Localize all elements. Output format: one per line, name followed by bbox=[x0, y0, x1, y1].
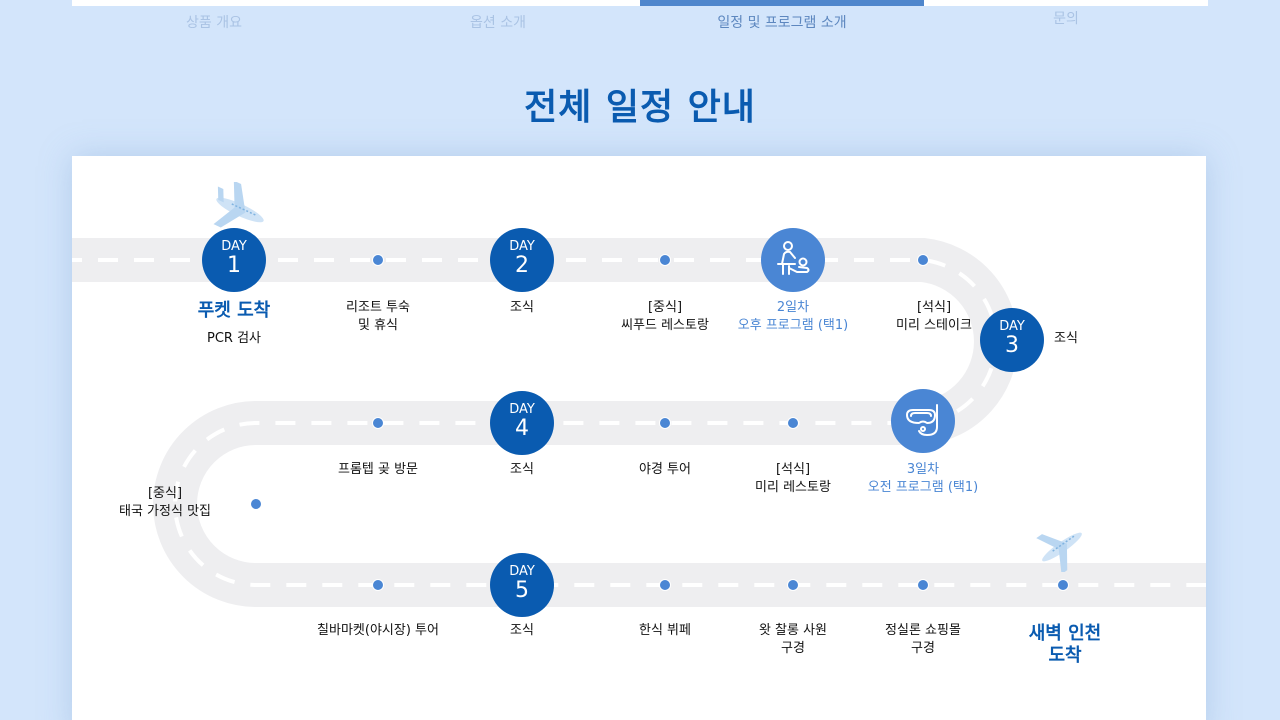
stop-label: [석식] 미리 스테이크 bbox=[834, 299, 1034, 335]
page-title: 전체 일정 안내 bbox=[524, 87, 756, 128]
day-4-label: 조식 bbox=[510, 462, 534, 477]
program-1-badge bbox=[761, 228, 825, 292]
day-number: 1 bbox=[227, 253, 241, 278]
arrival-line: 새벽 인천 bbox=[1028, 623, 1102, 644]
day-1-subtitle: PCR 검사 bbox=[206, 331, 261, 346]
tab-bar: 상품 개요 옵션 소개 일정 및 프로그램 소개 문의 bbox=[72, 0, 1208, 40]
day-3-label: 조식 bbox=[1054, 331, 1078, 346]
tab-inquiry[interactable]: 문의 bbox=[924, 0, 1208, 40]
stop-line: [중식] bbox=[147, 486, 183, 501]
stop-label: 왓 찰롱 사원 구경 bbox=[693, 622, 893, 658]
stop-dot bbox=[659, 417, 671, 429]
program-line: 3일차 bbox=[906, 462, 940, 477]
day-number: 3 bbox=[1005, 333, 1019, 358]
day-1-badge: DAY 1 bbox=[202, 228, 266, 292]
stop-line: 씨푸드 레스토랑 bbox=[621, 318, 709, 333]
day-number: 5 bbox=[515, 578, 529, 603]
day-label: DAY bbox=[509, 402, 535, 417]
tab-product-overview[interactable]: 상품 개요 bbox=[72, 0, 356, 40]
stop-label: 프롬텝 곶 방문 bbox=[337, 462, 419, 477]
tab-label: 문의 bbox=[1053, 11, 1079, 27]
stop-label: 한식 뷔페 bbox=[639, 623, 691, 638]
stop-line: 왓 찰롱 사원 bbox=[758, 623, 828, 638]
stop-label: 칠바마켓(야시장) 투어 bbox=[317, 623, 439, 638]
active-tab-indicator bbox=[640, 0, 924, 6]
itinerary-card: DAY 1 푸켓 도착 PCR 검사 리조트 투숙 및 휴식 DAY 2 조식 … bbox=[72, 156, 1206, 720]
day-2-label: 조식 bbox=[510, 300, 534, 315]
stop-line: 및 휴식 bbox=[357, 318, 398, 333]
stop-dot bbox=[787, 417, 799, 429]
day-5-label: 조식 bbox=[510, 623, 534, 638]
day-5-badge: DAY 5 bbox=[490, 553, 554, 617]
tab-label: 상품 개요 bbox=[186, 15, 242, 31]
stop-dot bbox=[372, 254, 384, 266]
stop-dot bbox=[659, 579, 671, 591]
stop-label: [중식] 태국 가정식 맛집 bbox=[72, 485, 265, 521]
arrival-line: 도착 bbox=[1048, 645, 1082, 666]
stop-line: [석식] bbox=[775, 462, 811, 477]
day-3-badge: DAY 3 bbox=[980, 308, 1044, 372]
day-label: DAY bbox=[221, 239, 247, 254]
stop-line: 미리 스테이크 bbox=[896, 318, 972, 333]
stop-label: [석식] 미리 레스토랑 bbox=[693, 461, 893, 497]
day-4-badge: DAY 4 bbox=[490, 391, 554, 455]
stop-label: 야경 투어 bbox=[639, 462, 691, 477]
program-line: 오후 프로그램 (택1) bbox=[737, 318, 849, 333]
day-label: DAY bbox=[999, 319, 1025, 334]
stop-line: 태국 가정식 맛집 bbox=[119, 504, 211, 519]
stop-line: [석식] bbox=[916, 300, 952, 315]
program-2-badge bbox=[891, 389, 955, 453]
stop-line: 정실론 쇼핑몰 bbox=[885, 623, 961, 638]
day-label: DAY bbox=[509, 564, 535, 579]
day-number: 2 bbox=[515, 253, 529, 278]
tab-schedule-programs[interactable]: 일정 및 프로그램 소개 bbox=[640, 0, 924, 40]
snorkel-mask-icon bbox=[906, 404, 938, 436]
stop-line: 구경 bbox=[911, 641, 935, 656]
tab-label: 일정 및 프로그램 소개 bbox=[717, 15, 847, 31]
program-line: 오전 프로그램 (택1) bbox=[867, 480, 979, 495]
airplane-arrival-icon bbox=[1036, 532, 1082, 572]
stop-label: 리조트 투숙 및 휴식 bbox=[278, 299, 478, 335]
stop-line: 구경 bbox=[781, 641, 805, 656]
stop-line: 미리 레스토랑 bbox=[755, 480, 831, 495]
stop-label: 정실론 쇼핑몰 구경 bbox=[823, 622, 1023, 658]
day-number: 4 bbox=[515, 416, 529, 441]
stop-dot bbox=[659, 254, 671, 266]
stop-dot bbox=[250, 498, 262, 510]
day-2-badge: DAY 2 bbox=[490, 228, 554, 292]
stop-dot bbox=[917, 579, 929, 591]
stop-dot bbox=[787, 579, 799, 591]
massage-icon bbox=[777, 241, 810, 275]
stop-dot bbox=[372, 579, 384, 591]
program-line: 2일차 bbox=[776, 300, 810, 315]
stop-dot bbox=[917, 254, 929, 266]
arrival-label: 새벽 인천 도착 bbox=[965, 623, 1165, 667]
program-2-label: 3일차 오전 프로그램 (택1) bbox=[823, 461, 1023, 497]
tab-options[interactable]: 옵션 소개 bbox=[356, 0, 640, 40]
day-1-title: 푸켓 도착 bbox=[197, 300, 271, 321]
road-path bbox=[72, 238, 1206, 607]
tab-label: 옵션 소개 bbox=[470, 15, 526, 31]
day-label: DAY bbox=[509, 239, 535, 254]
program-1-label: 2일차 오후 프로그램 (택1) bbox=[693, 299, 893, 335]
stop-dot bbox=[372, 417, 384, 429]
stop-label: [중식] 씨푸드 레스토랑 bbox=[565, 299, 765, 335]
airplane-departure-icon bbox=[213, 182, 264, 228]
stop-line: 리조트 투숙 bbox=[346, 300, 410, 315]
stop-dot bbox=[1057, 579, 1069, 591]
stop-line: [중식] bbox=[647, 300, 683, 315]
